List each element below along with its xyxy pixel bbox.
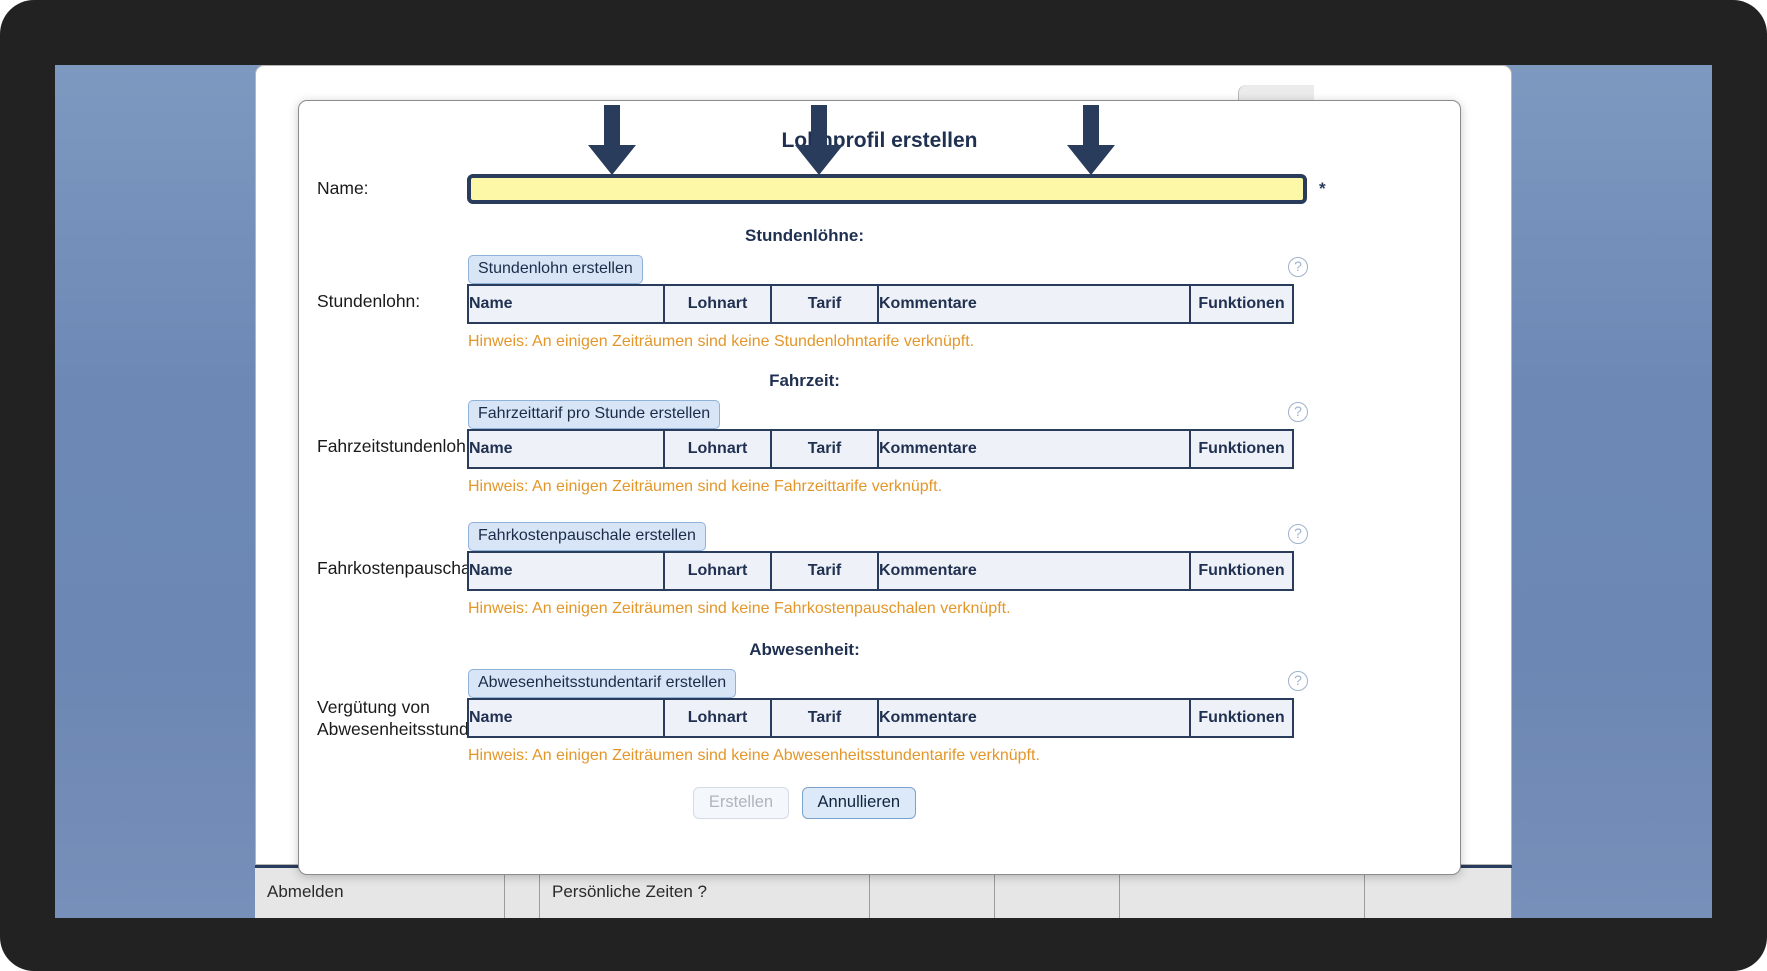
background-cell-0: Abmelden bbox=[255, 868, 505, 918]
col-header-lohnart: Lohnart bbox=[663, 698, 772, 738]
background-cell-5 bbox=[1120, 868, 1365, 918]
col-header-tarif: Tarif bbox=[770, 551, 879, 591]
col-header-name: Name bbox=[467, 698, 665, 738]
row-label-fahrkostenpauschale: Fahrkostenpauschale: bbox=[317, 558, 490, 578]
background-cell-3 bbox=[870, 868, 995, 918]
col-header-funktionen: Funktionen bbox=[1189, 698, 1294, 738]
section-heading-fahrzeit: Fahrzeit: bbox=[769, 371, 840, 390]
name-form-row: Name: * bbox=[299, 174, 1460, 204]
col-header-funktionen: Funktionen bbox=[1189, 284, 1294, 324]
hint-stundenlohn: Hinweis: An einigen Zeiträumen sind kein… bbox=[468, 333, 975, 350]
row-label-fahrzeitstundenlohn: Fahrzeitstundenlohn: bbox=[317, 436, 481, 456]
section-row-fahrkostenpauschale: Fahrkostenpauschale: Fahrkostenpauschale… bbox=[299, 522, 1460, 618]
section-row-stundenlohn: Stundenlohn: Stundenlohn erstellen ? Nam… bbox=[299, 255, 1460, 351]
col-header-tarif: Tarif bbox=[770, 284, 879, 324]
fahrzeit-table: Name Lohnart Tarif Kommentare Funktionen bbox=[467, 429, 1294, 469]
col-header-kommentare: Kommentare bbox=[877, 284, 1191, 324]
create-abwesenheitsstundentarif-button[interactable]: Abwesenheitsstundentarif erstellen bbox=[468, 669, 737, 698]
table-header-row: Name Lohnart Tarif Kommentare Funktionen bbox=[467, 284, 1294, 324]
cancel-button[interactable]: Annullieren bbox=[801, 787, 917, 819]
hint-fahrkostenpauschale: Hinweis: An einigen Zeiträumen sind kein… bbox=[468, 600, 1011, 617]
background-cell-1 bbox=[505, 868, 540, 918]
help-icon-abwesenheit[interactable]: ? bbox=[1288, 671, 1308, 691]
col-header-lohnart: Lohnart bbox=[663, 429, 772, 469]
table-header-row: Name Lohnart Tarif Kommentare Funktionen bbox=[467, 429, 1294, 469]
col-header-name: Name bbox=[467, 551, 665, 591]
name-label: Name: bbox=[317, 178, 369, 199]
dialog-title: Lohnprofil erstellen bbox=[781, 129, 978, 152]
background-cell-4 bbox=[995, 868, 1120, 918]
row-label-abwesenheitsstunden: Vergütung von Abwesenheitsstunden: bbox=[317, 697, 494, 739]
screen-area: er or er Abmelden Persönliche Zeiten ? L… bbox=[55, 65, 1712, 918]
create-fahrkostenpauschale-button[interactable]: Fahrkostenpauschale erstellen bbox=[468, 522, 706, 551]
stundenlohn-table: Name Lohnart Tarif Kommentare Funktionen bbox=[467, 284, 1294, 324]
help-icon-fahrzeit[interactable]: ? bbox=[1288, 402, 1308, 422]
col-header-funktionen: Funktionen bbox=[1189, 429, 1294, 469]
help-icon-fahrkostenpauschale[interactable]: ? bbox=[1288, 524, 1308, 544]
col-header-kommentare: Kommentare bbox=[877, 698, 1191, 738]
hint-abwesenheit: Hinweis: An einigen Zeiträumen sind kein… bbox=[468, 747, 1040, 764]
create-fahrzeittarif-button[interactable]: Fahrzeittarif pro Stunde erstellen bbox=[468, 400, 721, 429]
create-stundenlohn-button[interactable]: Stundenlohn erstellen bbox=[468, 255, 643, 284]
col-header-lohnart: Lohnart bbox=[663, 551, 772, 591]
table-header-row: Name Lohnart Tarif Kommentare Funktionen bbox=[467, 698, 1294, 738]
col-header-kommentare: Kommentare bbox=[877, 429, 1191, 469]
background-cell-6 bbox=[1365, 868, 1512, 918]
abwesenheit-table: Name Lohnart Tarif Kommentare Funktionen bbox=[467, 698, 1294, 738]
required-asterisk: * bbox=[1319, 179, 1326, 198]
col-header-tarif: Tarif bbox=[770, 698, 879, 738]
create-submit-button[interactable]: Erstellen bbox=[692, 787, 790, 819]
section-row-fahrzeit: Fahrzeitstundenlohn: Fahrzeittarif pro S… bbox=[299, 400, 1460, 496]
col-header-name: Name bbox=[467, 429, 665, 469]
fahrkostenpauschale-table: Name Lohnart Tarif Kommentare Funktionen bbox=[467, 551, 1294, 591]
section-heading-stundenloehne: Stundenlöhne: bbox=[745, 226, 864, 245]
table-header-row: Name Lohnart Tarif Kommentare Funktionen bbox=[467, 551, 1294, 591]
col-header-tarif: Tarif bbox=[770, 429, 879, 469]
help-icon-stundenlohn[interactable]: ? bbox=[1288, 257, 1308, 277]
background-cell-2: Persönliche Zeiten ? bbox=[540, 868, 870, 918]
name-input[interactable] bbox=[467, 174, 1307, 204]
section-heading-abwesenheit: Abwesenheit: bbox=[749, 640, 860, 659]
col-header-funktionen: Funktionen bbox=[1189, 551, 1294, 591]
col-header-lohnart: Lohnart bbox=[663, 284, 772, 324]
col-header-kommentare: Kommentare bbox=[877, 551, 1191, 591]
section-row-abwesenheit: Vergütung von Abwesenheitsstunden: Abwes… bbox=[299, 669, 1460, 765]
col-header-name: Name bbox=[467, 284, 665, 324]
create-lohnprofil-dialog: Lohnprofil erstellen Name: * Stundenlöhn… bbox=[298, 100, 1461, 875]
dialog-footer: Erstellen Annullieren bbox=[299, 787, 1460, 819]
hint-fahrzeit: Hinweis: An einigen Zeiträumen sind kein… bbox=[468, 478, 943, 495]
row-label-stundenlohn: Stundenlohn: bbox=[317, 291, 421, 311]
